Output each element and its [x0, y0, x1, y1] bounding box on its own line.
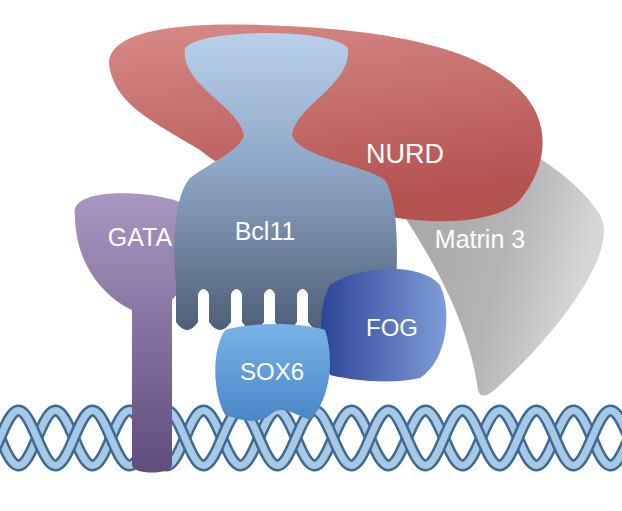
label-holder: Bcl11 — [235, 218, 296, 246]
label-holder: SOX6 — [240, 359, 304, 385]
protein-label: GATA — [108, 224, 172, 252]
protein-label: SOX6 — [240, 359, 304, 385]
label-holder: Matrin 3 — [435, 226, 525, 254]
protein-label: Bcl11 — [235, 218, 296, 246]
label-holder: FOG — [366, 315, 418, 341]
fog-cofactor: FOG — [316, 262, 452, 384]
sox6-factor: SOX6 — [210, 318, 338, 428]
protein-label: Matrin 3 — [435, 226, 525, 254]
shape-fill — [321, 269, 446, 382]
protein-label: NURD — [366, 140, 444, 170]
shape-fill — [215, 324, 330, 421]
label-holder: GATA — [108, 224, 172, 252]
label-holder: NURD — [366, 140, 444, 170]
protein-label: FOG — [366, 315, 418, 341]
